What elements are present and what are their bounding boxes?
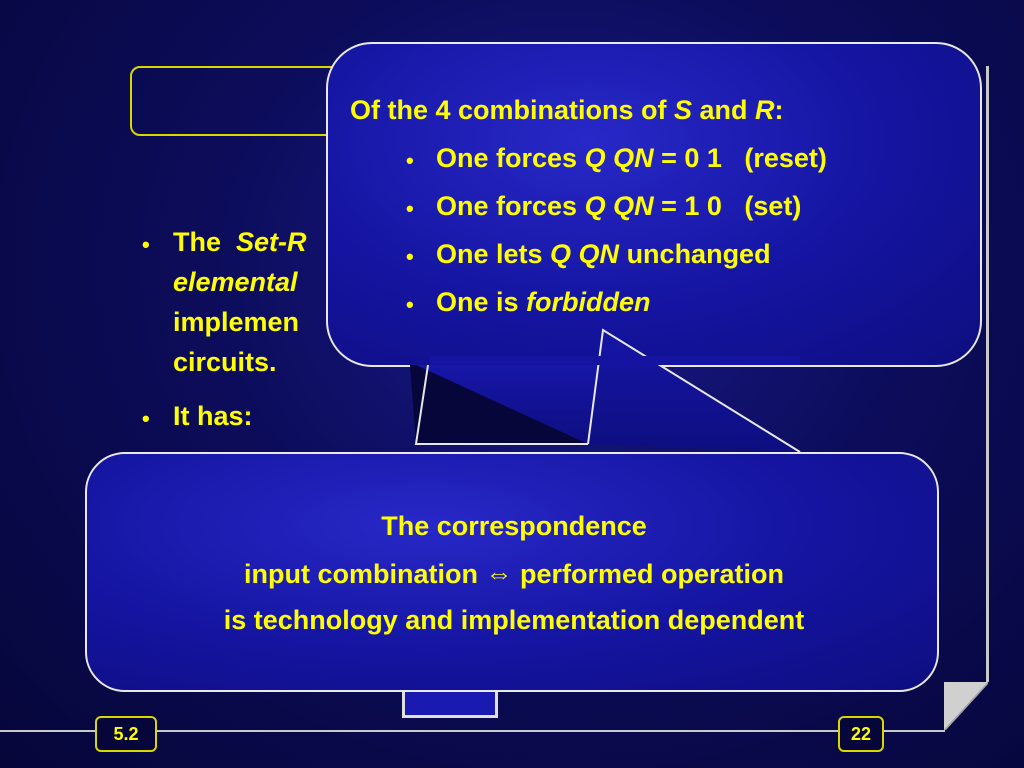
callout-intro: Of the 4 combinations of S and R:: [350, 95, 784, 125]
bullet-dot: •: [142, 406, 150, 431]
bullet-line: circuits.: [173, 347, 277, 377]
combinations-callout: Of the 4 combinations of S and R: • One …: [326, 42, 982, 367]
bullet-line: It has:: [173, 401, 253, 431]
callout-item: One is forbidden: [436, 287, 651, 317]
bullet-dot: •: [406, 196, 414, 221]
bullet-line: The Set-R: [173, 227, 307, 257]
callout-item: One lets Q QN unchanged: [436, 239, 771, 269]
bullet-dot: •: [406, 148, 414, 173]
bullet-line: elemental: [173, 267, 298, 297]
bullet-dot: •: [406, 292, 414, 317]
frame-right-edge: [986, 66, 989, 682]
callout-item: One forces Q QN = 1 0 (set): [436, 191, 802, 221]
callout-item: One forces Q QN = 0 1 (reset): [436, 143, 827, 173]
bullet-line: implemen: [173, 307, 300, 337]
callout-tail: [410, 328, 801, 453]
double-arrow-icon: ⇔: [485, 559, 513, 589]
page-number-badge: 22: [838, 716, 884, 752]
section-number-badge: 5.2: [95, 716, 157, 752]
correspondence-line-2: input combination ⇔ performed operation: [243, 559, 785, 589]
correspondence-callout: The correspondence input combination ⇔ p…: [85, 452, 939, 692]
bullet-dot: •: [406, 244, 414, 269]
bullet-dot: •: [142, 232, 150, 257]
page-curl-corner: [944, 682, 988, 730]
correspondence-line-1: The correspondence: [381, 511, 647, 541]
correspondence-line-3: is technology and implementation depende…: [223, 605, 805, 635]
frame-bottom-edge: [0, 730, 945, 732]
